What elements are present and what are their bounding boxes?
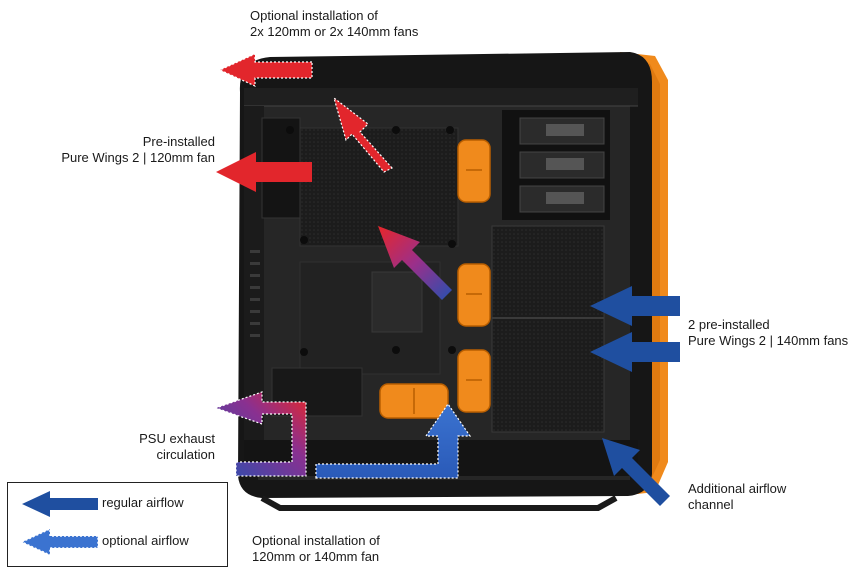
legend-optional-label: optional airflow — [102, 533, 189, 548]
legend-optional: optional airflow — [8, 523, 227, 559]
legend-regular-label: regular airflow — [102, 495, 184, 510]
bottom-intake-arrow — [315, 402, 472, 479]
psu-circulation-arrow — [214, 391, 307, 477]
channel-arrow — [602, 438, 670, 506]
cable-grommets — [379, 139, 491, 419]
optional-airflow-arrow-icon — [20, 527, 99, 557]
pc-case — [238, 52, 668, 511]
cpu-airflow-arrow — [378, 226, 452, 300]
regular-airflow-arrow-icon — [22, 491, 98, 517]
rear-exhaust-arrow — [216, 152, 312, 192]
top-exhaust-arrow — [218, 53, 313, 87]
front-intake-arrow-1 — [590, 286, 680, 326]
top-diagonal-arrow — [332, 96, 393, 173]
cpu-cutout — [300, 128, 458, 246]
legend: regular airflow optional airflow — [7, 482, 228, 567]
hdd-cage — [491, 225, 605, 433]
front-intake-arrow-2 — [590, 332, 680, 372]
legend-regular: regular airflow — [8, 485, 227, 521]
case-feet — [260, 495, 618, 511]
